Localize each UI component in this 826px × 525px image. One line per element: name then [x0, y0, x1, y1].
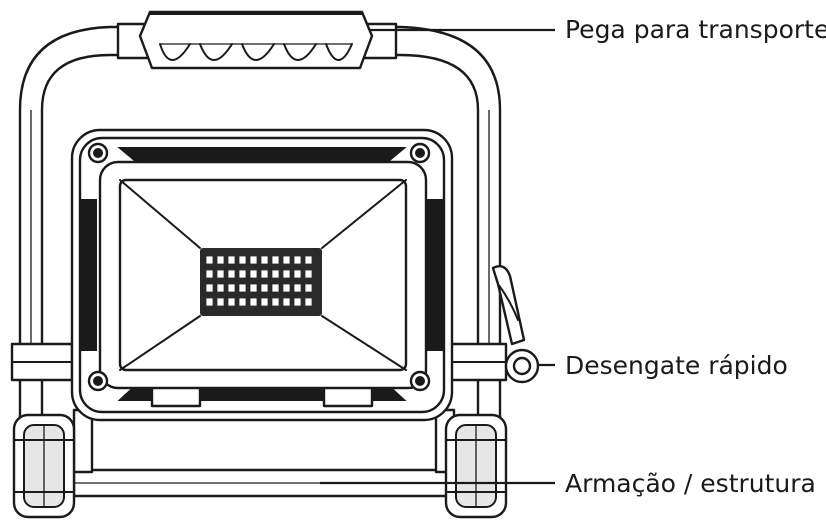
led-chip: [227, 255, 236, 265]
led-chip: [216, 297, 225, 307]
label-frame: Armação / estrutura: [565, 469, 816, 498]
led-chip: [304, 269, 313, 279]
led-chip: [205, 283, 214, 293]
led-chip: [282, 255, 291, 265]
led-chip: [260, 255, 269, 265]
led-chip: [304, 283, 313, 293]
led-chip: [216, 269, 225, 279]
left-foot: [12, 413, 76, 519]
led-chip: [271, 255, 280, 265]
led-chip: [271, 283, 280, 293]
led-chip: [238, 297, 247, 307]
led-chip: [238, 255, 247, 265]
led-chip: [304, 255, 313, 265]
left-bracket: [10, 342, 74, 382]
right-foot: [444, 413, 508, 519]
led-chip: [238, 269, 247, 279]
led-chip: [293, 297, 302, 307]
right-bracket: [448, 342, 508, 382]
led-chip: [238, 283, 247, 293]
led-chip: [227, 269, 236, 279]
led-chip: [205, 255, 214, 265]
led-chip: [216, 283, 225, 293]
led-chip: [293, 255, 302, 265]
led-chip: [216, 255, 225, 265]
carry-handle: [138, 10, 374, 70]
led-chip: [205, 297, 214, 307]
quick-release-lever: [491, 265, 540, 384]
led-chip: [205, 269, 214, 279]
led-chip: [282, 283, 291, 293]
led-chip: [249, 255, 258, 265]
led-chip: [271, 297, 280, 307]
led-chip: [304, 297, 313, 307]
leader-lines: [320, 28, 555, 485]
led-chip: [227, 297, 236, 307]
led-chip: [249, 283, 258, 293]
led-chip: [271, 269, 280, 279]
led-chip: [282, 269, 291, 279]
label-carry-handle: Pega para transporte: [565, 15, 826, 44]
led-chip: [249, 297, 258, 307]
led-chip: [227, 283, 236, 293]
led-chip: [249, 269, 258, 279]
led-chip: [293, 283, 302, 293]
led-chip: [282, 297, 291, 307]
led-chip: [260, 269, 269, 279]
led-chip: [293, 269, 302, 279]
led-chip: [260, 283, 269, 293]
led-chip: [260, 297, 269, 307]
label-quick-release: Desengate rápido: [565, 351, 788, 380]
led-array: [200, 248, 322, 316]
